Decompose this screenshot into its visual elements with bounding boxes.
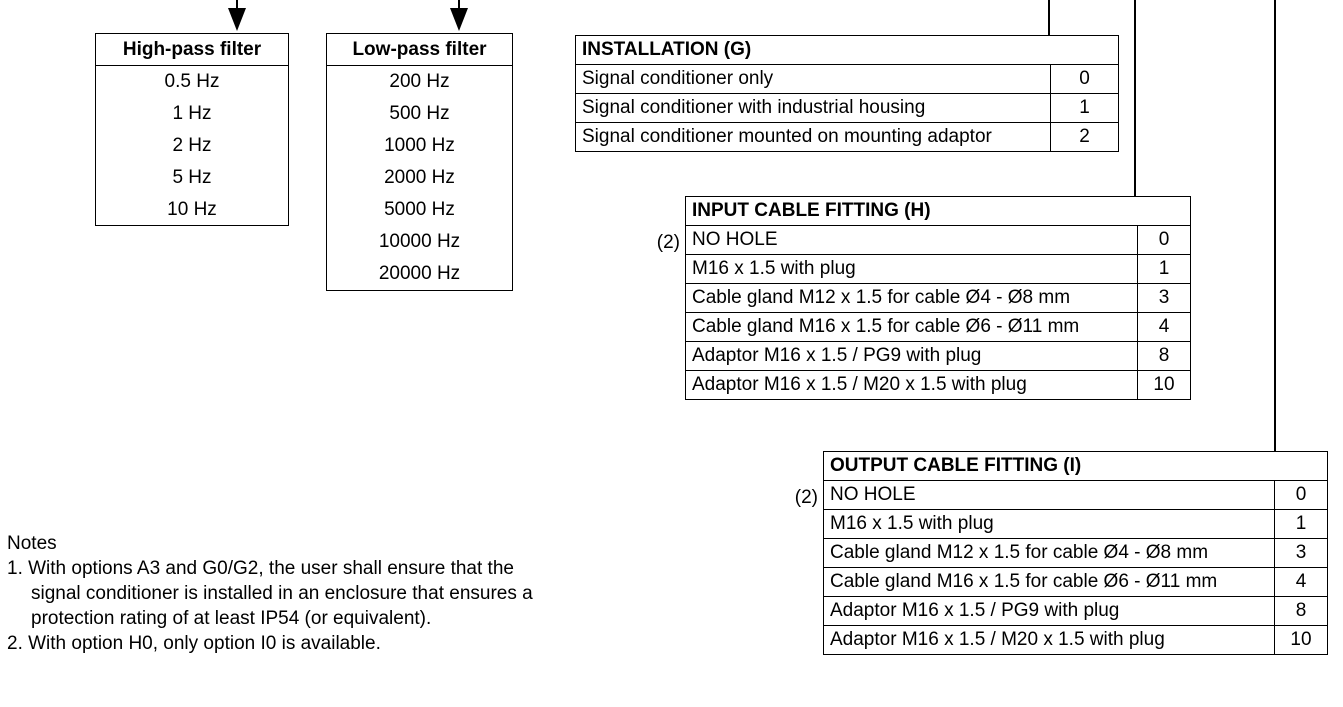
installation-code: 1 [1050, 93, 1119, 123]
low-pass-option: 5000 Hz [384, 199, 455, 220]
table-row: Cable gland M16 x 1.5 for cable Ø6 - Ø11… [823, 567, 1328, 597]
connector-input-cable [1134, 0, 1136, 197]
input-cable-code: 8 [1137, 341, 1191, 371]
output-cable-label: Adaptor M16 x 1.5 / PG9 with plug [823, 596, 1275, 626]
high-pass-filter-header: High-pass filter [96, 34, 288, 66]
table-row: Adaptor M16 x 1.5 / PG9 with plug 8 [685, 341, 1191, 371]
input-cable-label: Adaptor M16 x 1.5 / PG9 with plug [685, 341, 1138, 371]
output-cable-label: NO HOLE [823, 480, 1275, 510]
installation-label: Signal conditioner only [575, 64, 1051, 94]
input-cable-label: Cable gland M16 x 1.5 for cable Ø6 - Ø11… [685, 312, 1138, 342]
input-cable-code: 1 [1137, 254, 1191, 284]
table-row: Signal conditioner with industrial housi… [575, 93, 1119, 123]
table-row: Signal conditioner only 0 [575, 64, 1119, 94]
output-cable-label: Cable gland M16 x 1.5 for cable Ø6 - Ø11… [823, 567, 1275, 597]
output-cable-table: OUTPUT CABLE FITTING (I) NO HOLE 0 M16 x… [823, 451, 1328, 655]
table-row: Cable gland M12 x 1.5 for cable Ø4 - Ø8 … [823, 538, 1328, 568]
high-pass-filter-box: High-pass filter 0.5 Hz 1 Hz 2 Hz 5 Hz 1… [95, 33, 289, 226]
output-cable-code: 0 [1274, 480, 1328, 510]
note-1-line-3: protection rating of at least IP54 (or e… [31, 608, 432, 629]
notes-title: Notes [7, 533, 57, 554]
high-pass-option: 5 Hz [172, 167, 212, 188]
note-1-line-2: signal conditioner is installed in an en… [31, 583, 533, 604]
table-row: M16 x 1.5 with plug 1 [685, 254, 1191, 284]
installation-code: 0 [1050, 64, 1119, 94]
connector-output-cable [1274, 0, 1276, 452]
output-cable-code: 3 [1274, 538, 1328, 568]
input-cable-header: INPUT CABLE FITTING (H) [685, 196, 1191, 226]
output-cable-label: Adaptor M16 x 1.5 / M20 x 1.5 with plug [823, 625, 1275, 655]
table-row: Adaptor M16 x 1.5 / M20 x 1.5 with plug … [823, 625, 1328, 655]
low-pass-option: 2000 Hz [384, 167, 455, 188]
output-cable-label: Cable gland M12 x 1.5 for cable Ø4 - Ø8 … [823, 538, 1275, 568]
low-pass-option: 500 Hz [389, 103, 450, 124]
notes-section: Notes 1. With options A3 and G0/G2, the … [7, 531, 533, 656]
installation-header: INSTALLATION (G) [575, 35, 1119, 65]
note-2: 2. With option H0, only option I0 is ava… [7, 633, 381, 654]
table-row: Cable gland M16 x 1.5 for cable Ø6 - Ø11… [685, 312, 1191, 342]
low-pass-option: 10000 Hz [378, 231, 461, 252]
input-cable-code: 3 [1137, 283, 1191, 313]
input-cable-note-ref: (2) [656, 232, 680, 253]
output-cable-code: 4 [1274, 567, 1328, 597]
high-pass-option: 2 Hz [172, 135, 212, 156]
table-row: NO HOLE 0 [685, 225, 1191, 255]
input-cable-code: 10 [1137, 370, 1191, 400]
input-cable-label: M16 x 1.5 with plug [685, 254, 1138, 284]
installation-code: 2 [1050, 122, 1119, 152]
arrows-layer [228, 0, 468, 31]
low-pass-filter-box: Low-pass filter 200 Hz 500 Hz 1000 Hz 20… [326, 33, 513, 291]
low-pass-option: 200 Hz [389, 71, 450, 92]
output-cable-note-ref: (2) [794, 487, 818, 508]
output-cable-label: M16 x 1.5 with plug [823, 509, 1275, 539]
arrow-low-pass [450, 0, 468, 31]
table-row: Adaptor M16 x 1.5 / M20 x 1.5 with plug … [685, 370, 1191, 400]
low-pass-filter-header: Low-pass filter [327, 34, 512, 66]
high-pass-option: 0.5 Hz [164, 71, 220, 92]
low-pass-option: 1000 Hz [384, 135, 455, 156]
output-cable-code: 10 [1274, 625, 1328, 655]
input-cable-code: 4 [1137, 312, 1191, 342]
output-cable-code: 1 [1274, 509, 1328, 539]
input-cable-label: Adaptor M16 x 1.5 / M20 x 1.5 with plug [685, 370, 1138, 400]
installation-label: Signal conditioner mounted on mounting a… [575, 122, 1051, 152]
arrow-high-pass [228, 0, 246, 31]
output-cable-header: OUTPUT CABLE FITTING (I) [823, 451, 1328, 481]
input-cable-table: INPUT CABLE FITTING (H) NO HOLE 0 M16 x … [685, 196, 1191, 400]
table-row: Adaptor M16 x 1.5 / PG9 with plug 8 [823, 596, 1328, 626]
input-cable-label: Cable gland M12 x 1.5 for cable Ø4 - Ø8 … [685, 283, 1138, 313]
input-cable-label: NO HOLE [685, 225, 1138, 255]
high-pass-option: 10 Hz [167, 199, 217, 220]
note-1-line-1: 1. With options A3 and G0/G2, the user s… [7, 558, 514, 579]
table-row: M16 x 1.5 with plug 1 [823, 509, 1328, 539]
table-row: Signal conditioner mounted on mounting a… [575, 122, 1119, 152]
installation-table: INSTALLATION (G) Signal conditioner only… [575, 35, 1119, 152]
table-row: Cable gland M12 x 1.5 for cable Ø4 - Ø8 … [685, 283, 1191, 313]
output-cable-code: 8 [1274, 596, 1328, 626]
low-pass-option: 20000 Hz [378, 263, 461, 284]
connector-installation [1048, 0, 1050, 35]
table-row: NO HOLE 0 [823, 480, 1328, 510]
high-pass-option: 1 Hz [172, 103, 212, 124]
installation-label: Signal conditioner with industrial housi… [575, 93, 1051, 123]
input-cable-code: 0 [1137, 225, 1191, 255]
